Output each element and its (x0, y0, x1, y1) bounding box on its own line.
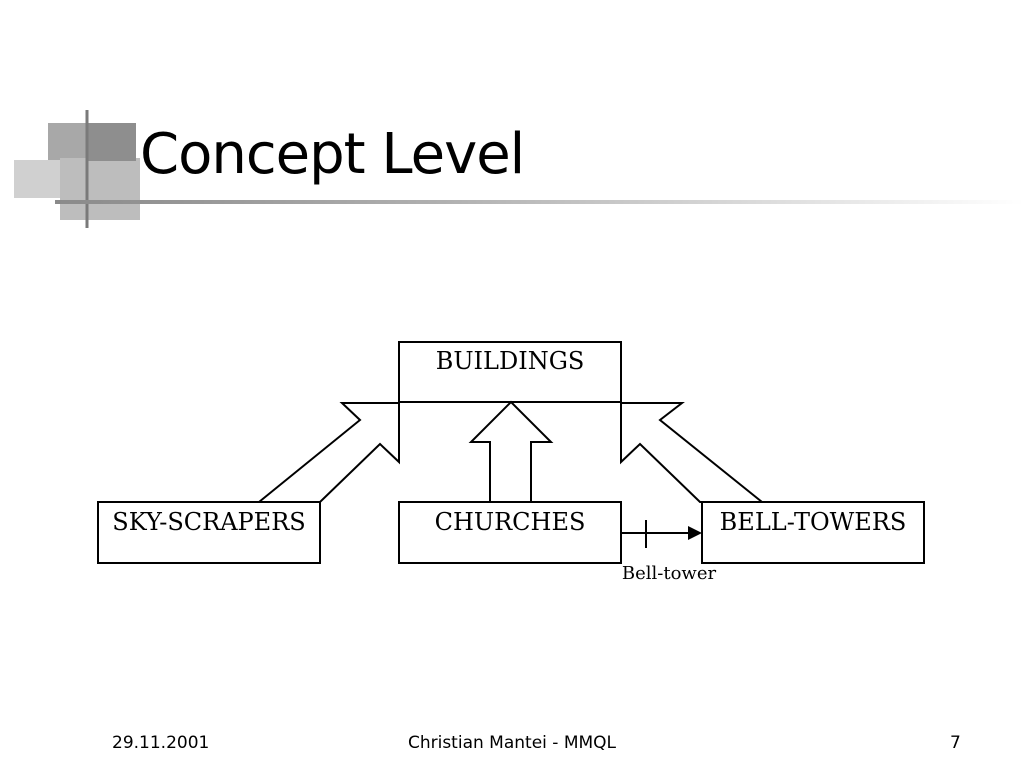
skyscrapers-node (97, 501, 321, 564)
title-underline (55, 200, 1024, 204)
belltowers-label: BELL-TOWERS (720, 508, 907, 536)
inherit-arrow-churches (468, 400, 554, 503)
churches-label: CHURCHES (435, 508, 586, 536)
footer-date: 29.11.2001 (112, 733, 210, 753)
relation-label: Bell-tower (622, 563, 717, 584)
slide-title: Concept Level (140, 122, 525, 187)
relation-arrowhead (688, 526, 702, 540)
footer-author: Christian Mantei - MMQL (407, 733, 617, 753)
inherit-arrow-belltowers (620, 402, 765, 503)
footer-page-number: 7 (950, 733, 961, 753)
skyscrapers-label: SKY-SCRAPERS (112, 508, 305, 536)
buildings-node (398, 341, 622, 403)
inherit-arrow-skyscrapers (256, 402, 400, 503)
buildings-label: BUILDINGS (436, 347, 585, 375)
belltowers-node (701, 501, 925, 564)
churches-node (398, 501, 622, 564)
title-ornament (14, 110, 140, 228)
